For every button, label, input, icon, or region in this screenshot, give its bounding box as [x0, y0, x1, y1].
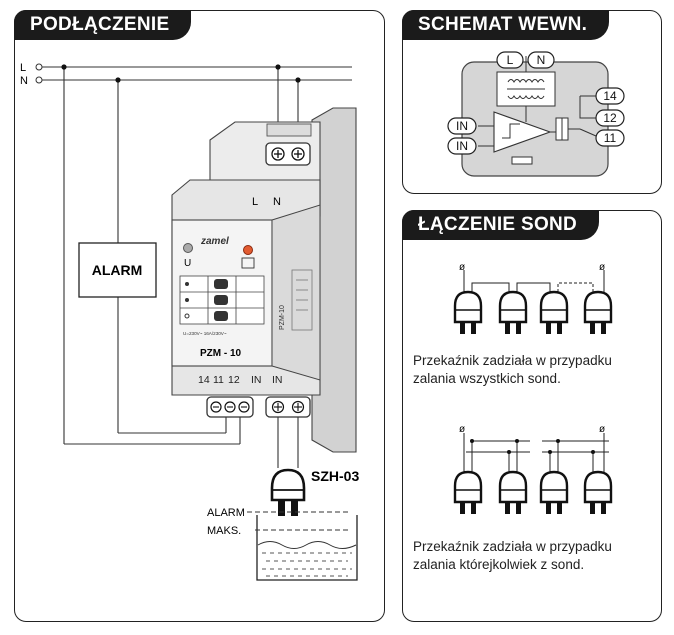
terminal-11-label: 11: [213, 374, 224, 386]
junction-dots: [61, 64, 301, 83]
series-probe-diagram: ø ø: [453, 262, 613, 336]
pin-12-label: 12: [603, 111, 617, 125]
power-led-label: U: [184, 258, 191, 269]
model-label: PZM - 10: [200, 348, 242, 359]
terminal-14-label: 14: [198, 374, 210, 386]
probe-connection-panel: ŁĄCZENIE SOND: [402, 210, 662, 622]
terminal-circles: [35, 63, 43, 84]
pin-in2-label: IN: [456, 139, 468, 153]
pin-11-label: 11: [604, 131, 617, 145]
alarm-box: [78, 242, 157, 298]
svg-text:ø: ø: [459, 262, 465, 273]
internal-schematic-title: SCHEMAT WEWN.: [402, 10, 610, 40]
szh03-probe: [270, 468, 306, 516]
power-led: [183, 243, 193, 253]
terminal-l-label: L: [252, 196, 258, 208]
pin-14-label: 14: [603, 89, 617, 103]
parallel-probe-diagram: ø ø: [453, 424, 613, 516]
series-caption: Przekaźnik zadziała w przypadku zalania …: [413, 353, 612, 386]
brand-logo: zamel: [200, 236, 229, 247]
line-l-label: L: [20, 62, 26, 74]
pzm10-device: PZM-10 L N U zamel U=230V~ 16A/230V~ PZM…: [171, 107, 357, 453]
probe-connection-title: ŁĄCZENIE SOND: [402, 210, 600, 240]
pin-in1-label: IN: [456, 119, 468, 133]
rating-label: U=230V~ 16A/230V~: [183, 331, 227, 336]
terminal-12-label: 12: [228, 374, 240, 386]
terminal-in1-label: IN: [251, 374, 262, 386]
svg-text:ø: ø: [599, 262, 605, 273]
alarm-box-label: ALARM: [92, 262, 143, 278]
side-model-label: PZM-10: [279, 305, 286, 330]
terminal-n-label: N: [273, 196, 281, 208]
internal-schematic: L N IN IN 14 12 11: [447, 51, 625, 177]
connection-title: PODŁĄCZENIE: [14, 10, 192, 40]
pin-n-label: N: [537, 53, 546, 67]
pin-l-label: L: [507, 53, 514, 67]
level-alarm-label: ALARM: [207, 507, 245, 519]
svg-text:ø: ø: [459, 424, 465, 435]
water-tank: [247, 511, 358, 581]
parallel-caption: Przekaźnik zadziała w przypadku zalania …: [413, 539, 612, 572]
line-n-label: N: [20, 75, 28, 87]
terminal-in2-label: IN: [272, 374, 283, 386]
svg-text:ø: ø: [599, 424, 605, 435]
level-max-label: MAKS.: [207, 525, 241, 537]
relay-led: [243, 245, 253, 255]
sensor-model-label: SZH-03: [311, 468, 359, 484]
